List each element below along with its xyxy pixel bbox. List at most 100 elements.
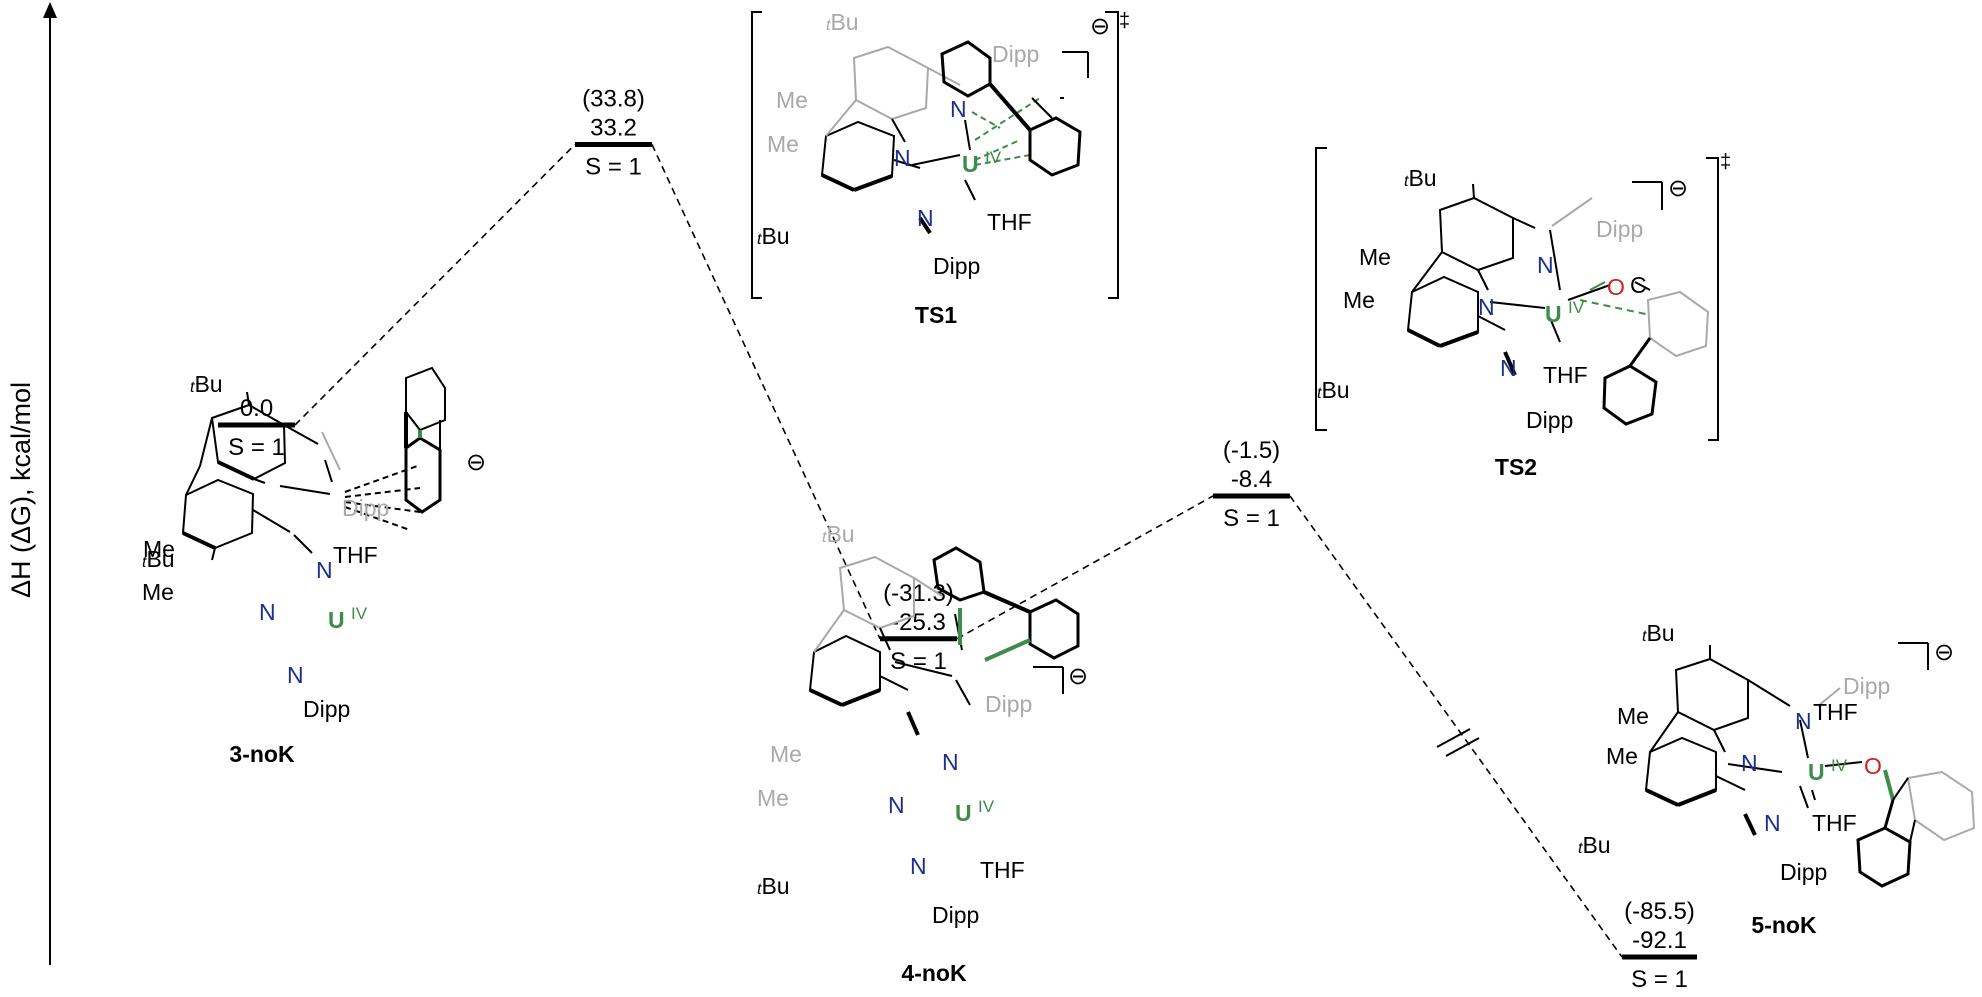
- s4-Me1: Me: [770, 741, 802, 767]
- ts1-Me1: Me: [776, 87, 808, 113]
- energy-levels: 0.0S = 133.2(33.8)S = 1-25.3(-31.3)S = 1…: [218, 85, 1697, 993]
- enthalpy-label-5-noK: -92.1: [1632, 927, 1687, 954]
- ts1-U: U: [962, 151, 979, 177]
- s4-charge: ⊖: [1068, 663, 1088, 690]
- ts2-Dipp-bottom: Dipp: [1526, 407, 1573, 433]
- ts2-O: O: [1607, 274, 1625, 300]
- s3-tBu-top: tBu: [190, 371, 223, 397]
- ts2-tBu-top: tBu: [1404, 165, 1437, 191]
- ts1-N1: N: [950, 96, 967, 122]
- free-energy-label-TS1: (33.8): [582, 85, 645, 112]
- ts2-U-oxidation: IV: [1568, 298, 1585, 317]
- ts2-THF: THF: [1543, 362, 1588, 388]
- s3-Dipp-top: Dipp: [342, 495, 389, 521]
- ts2-Me2: Me: [1343, 287, 1375, 313]
- ts1-N2: N: [894, 145, 911, 171]
- s4-Dipp-top: Dipp: [985, 691, 1032, 717]
- spin-label-TS2: S = 1: [1223, 505, 1280, 532]
- ts1-Dipp-top: Dipp: [992, 41, 1039, 67]
- structure-5-noK: tBu tBu Me Me N N N U IV THF THF Dipp Di…: [1578, 620, 1976, 938]
- s3-U-oxidation: IV: [351, 604, 368, 623]
- s3-N2: N: [259, 599, 276, 625]
- s5-U: U: [1808, 759, 1825, 785]
- connector-4-noK-to-TS2: [956, 495, 1214, 640]
- s4-tBu-top: tBu: [822, 521, 855, 547]
- s5-N2: N: [1741, 750, 1758, 776]
- spin-label-5-noK: S = 1: [1631, 966, 1688, 993]
- ts2-dagger: ‡: [1720, 151, 1731, 173]
- s3-N3: N: [287, 662, 304, 688]
- spin-label-3-noK: S = 1: [228, 434, 285, 461]
- ts1-N3: N: [917, 205, 934, 231]
- ts1-charge: ⊖: [1090, 13, 1110, 40]
- s4-N1: N: [942, 749, 959, 775]
- s4-U-oxidation: IV: [978, 797, 995, 816]
- structure-TS1: tBu tBu Me Me N N N U IV THF Dipp Dipp ⊖…: [751, 9, 1130, 328]
- s5-charge: ⊖: [1934, 639, 1954, 666]
- ts1-U-oxidation: IV: [985, 148, 1002, 167]
- s3-U: U: [328, 607, 345, 633]
- s5-THF-top: THF: [1813, 699, 1858, 725]
- ts1-caption: TS1: [915, 302, 957, 328]
- s3-Me2: Me: [142, 579, 174, 605]
- spin-label-TS1: S = 1: [585, 153, 642, 180]
- s3-tBu-bottom: tBu: [142, 546, 175, 572]
- ts2-charge: ⊖: [1668, 175, 1688, 202]
- s5-N1: N: [1795, 708, 1812, 734]
- s4-N3: N: [910, 853, 927, 879]
- free-energy-label-TS2: (-1.5): [1223, 437, 1280, 464]
- s5-caption: 5-noK: [1751, 912, 1817, 938]
- s4-caption: 4-noK: [901, 960, 967, 986]
- s4-Me2: Me: [757, 785, 789, 811]
- enthalpy-label-TS2: -8.4: [1231, 466, 1272, 493]
- ts2-caption: TS2: [1495, 454, 1537, 480]
- s5-N3: N: [1764, 810, 1781, 836]
- s5-THF-bottom: THF: [1812, 810, 1857, 836]
- s5-O: O: [1864, 753, 1882, 779]
- s5-tBu-bottom: tBu: [1578, 832, 1611, 858]
- ts2-Dipp-top: Dipp: [1596, 216, 1643, 242]
- ts2-N1: N: [1537, 252, 1554, 278]
- s5-tBu-top: tBu: [1642, 620, 1675, 646]
- s4-THF: THF: [980, 857, 1025, 883]
- s5-Me1: Me: [1617, 703, 1649, 729]
- ts2-C: C: [1630, 272, 1647, 298]
- connector-3-noK-to-TS1: [294, 143, 576, 426]
- connectors: [294, 143, 1623, 958]
- s4-U: U: [955, 800, 972, 826]
- enthalpy-label-TS1: 33.2: [590, 114, 637, 141]
- axis-break-mark: [1436, 728, 1480, 757]
- ts2-N2: N: [1478, 294, 1495, 320]
- ts1-Dipp-bottom: Dipp: [933, 253, 980, 279]
- ts1-dagger: ‡: [1119, 10, 1130, 32]
- s3-Me1-label: Me: [143, 536, 175, 562]
- free-energy-label-4-noK: (-31.3): [883, 580, 954, 607]
- ts1-Me2: Me: [767, 131, 799, 157]
- ts2-N3: N: [1500, 355, 1517, 381]
- s3-caption: 3-noK: [229, 741, 295, 767]
- structure-TS2: tBu tBu Me Me N N N U IV THF Dipp Dipp O…: [1315, 147, 1731, 480]
- y-axis-title: ΔH (ΔG), kcal/mol: [6, 382, 36, 598]
- connector-TS1-to-4-noK: [651, 144, 881, 640]
- s4-tBu-bottom: tBu: [757, 873, 790, 899]
- free-energy-label-5-noK: (-85.5): [1624, 898, 1695, 925]
- structure-4-noK: tBu tBu Me Me N N N U IV THF Dipp Dipp ⊖…: [757, 521, 1088, 986]
- s3-Dipp-bottom: Dipp: [303, 696, 350, 722]
- ts1-tBu-bottom: tBu: [757, 223, 790, 249]
- ts2-tBu-bottom: tBu: [1317, 377, 1350, 403]
- s3-charge: ⊖: [466, 449, 486, 476]
- s5-Dipp-bottom: Dipp: [1780, 859, 1827, 885]
- ts2-U: U: [1545, 301, 1562, 327]
- structure-3-noK: tBu tBu Me Me Me N N N U IV THF Dipp Dip…: [142, 366, 486, 767]
- connector-TS2-to-5-noK: [1289, 495, 1623, 958]
- s4-Dipp-bottom: Dipp: [932, 902, 979, 928]
- ts2-Me1: Me: [1359, 244, 1391, 270]
- s3-THF: THF: [333, 542, 378, 568]
- s4-N2: N: [888, 792, 905, 818]
- enthalpy-label-4-noK: -25.3: [891, 609, 946, 636]
- y-axis-arrowhead: [43, 2, 57, 18]
- s5-Me2: Me: [1606, 743, 1638, 769]
- ts1-THF: THF: [987, 209, 1032, 235]
- ts1-tBu-top: tBu: [826, 9, 859, 35]
